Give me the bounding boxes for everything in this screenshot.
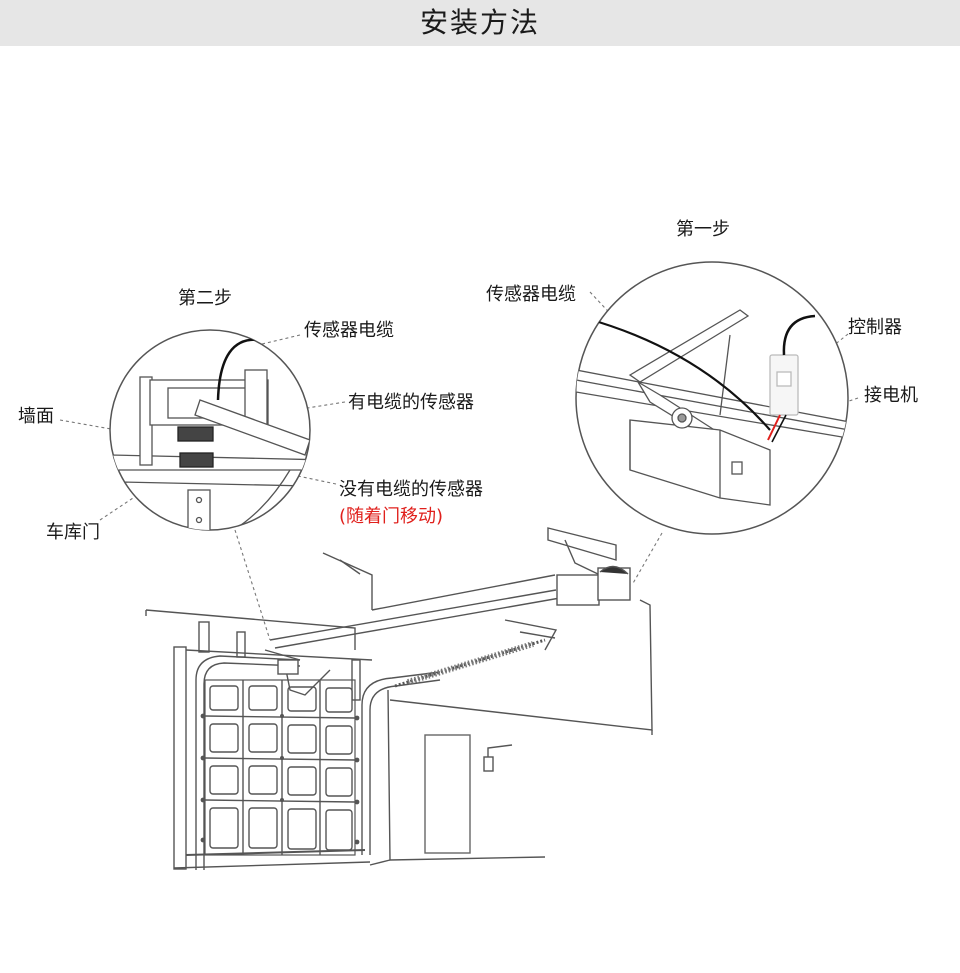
connect-motor-label: 接电机 [864,385,918,406]
garage-door-label: 车库门 [46,522,100,543]
page-title: 安装方法 [419,6,540,39]
sensor-with-cable-label: 有电缆的传感器 [348,392,474,413]
step-two-sensor-cable-label: 传感器电缆 [304,320,394,341]
step-two-detail [109,329,311,531]
moves-with-door-note: (随着门移动) [339,506,444,527]
step-one-title: 第一步 [676,219,730,240]
step-one-sensor-cable-label: 传感器电缆 [486,284,576,305]
wall-label: 墙面 [18,406,54,427]
step-two-title: 第二步 [178,288,232,309]
controller-label: 控制器 [848,317,902,338]
garage-door [185,679,366,856]
step-one-detail [575,261,849,535]
garage-illustration [145,527,653,870]
sensor-without-cable-label: 没有电缆的传感器 [339,479,483,500]
header-bar: 安装方法 [0,0,960,46]
